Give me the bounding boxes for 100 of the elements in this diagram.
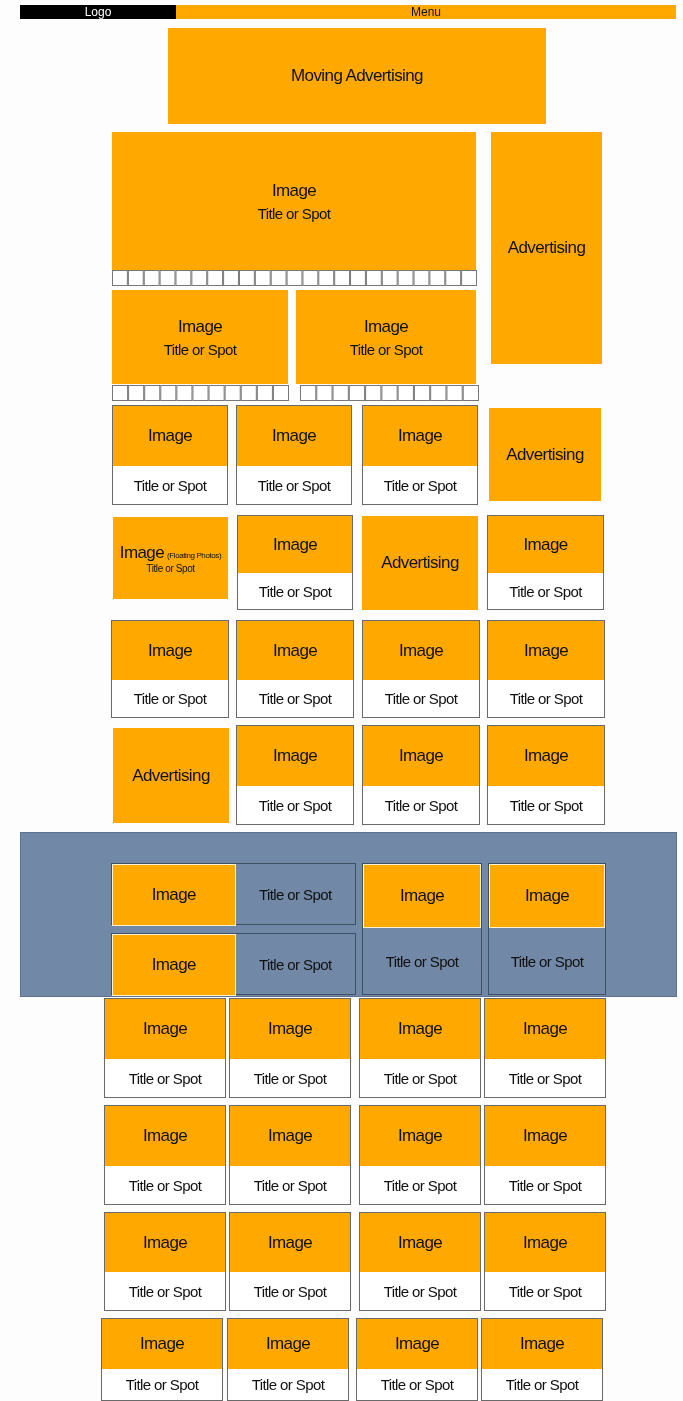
image-panel: Image	[230, 1213, 350, 1272]
content-card	[237, 515, 353, 610]
content-card	[112, 405, 228, 505]
image-panel: Image	[488, 726, 604, 786]
feature-panel	[112, 290, 288, 384]
content-card	[362, 405, 478, 505]
title-label: Title or Spot	[505, 1376, 579, 1393]
image-panel: Image	[112, 621, 228, 680]
ad-label: Advertising	[506, 444, 584, 465]
content-card	[481, 1318, 603, 1401]
image-panel: Image	[488, 516, 603, 573]
image-panel: Image	[105, 1106, 225, 1166]
title-label: Title or Spot	[385, 952, 459, 970]
feature-panel	[296, 290, 476, 384]
image-panel: Image	[488, 621, 604, 680]
image-panel: Image	[360, 999, 480, 1059]
image-panel: Image	[237, 621, 353, 680]
image-label: Image	[271, 180, 317, 201]
content-card	[236, 405, 352, 505]
title-label: Title or Spot	[383, 1282, 457, 1300]
image-panel: Image	[357, 1319, 477, 1369]
title-label: Title or Spot	[258, 582, 332, 600]
title-label: Title or Spot	[258, 796, 332, 814]
content-card	[487, 515, 604, 610]
content-card	[104, 1105, 226, 1205]
content-card	[488, 863, 606, 995]
image-panel: Image	[485, 999, 605, 1059]
title-label: Title or Spot	[146, 562, 195, 574]
image-panel: Image	[360, 1106, 480, 1166]
ad-panel	[362, 516, 478, 610]
title-label: Title or Spot	[259, 885, 332, 903]
ad-label: Moving Advertising	[291, 66, 423, 86]
image-panel: Image	[485, 1213, 605, 1272]
content-card	[487, 620, 605, 718]
content-card	[236, 620, 354, 718]
title-label: Title or Spot	[253, 1176, 327, 1194]
feature-panel	[113, 517, 228, 599]
image-panel: Image	[363, 864, 481, 928]
content-card	[362, 725, 480, 825]
title-label: Title or Spot	[349, 340, 423, 358]
title-label: Title or Spot	[508, 1069, 582, 1087]
image-panel: Image	[237, 726, 353, 786]
image-panel: Image	[363, 406, 477, 466]
menu-bar: Menu	[176, 5, 676, 19]
image-panel: Image	[105, 999, 225, 1059]
title-label: Title or Spot	[163, 340, 237, 358]
title-label: Title or Spot	[133, 476, 207, 494]
title-label: Title or Spot	[125, 1376, 199, 1393]
content-card	[104, 1212, 226, 1311]
ad-panel	[168, 28, 546, 124]
image-panel: Image	[363, 726, 479, 786]
title-label: Title or Spot	[383, 1176, 457, 1194]
title-label: Title or Spot	[380, 1376, 454, 1393]
content-card	[484, 1212, 606, 1311]
title-label: Title or Spot	[128, 1282, 202, 1300]
content-card	[362, 863, 482, 995]
content-card	[229, 1212, 351, 1311]
ad-label: Advertising	[507, 238, 586, 258]
image-panel: Image	[230, 1106, 350, 1166]
content-card	[356, 1318, 478, 1401]
title-label: Title or Spot	[253, 1069, 327, 1087]
title-label: Title or Spot	[257, 204, 331, 222]
content-card	[227, 1318, 349, 1401]
ad-label: Advertising	[132, 765, 210, 786]
image-panel: Image	[485, 1106, 605, 1166]
title-label: Title or Spot	[128, 1176, 202, 1194]
content-card	[111, 863, 356, 925]
image-panel: Image	[238, 516, 352, 573]
title-label: Title or Spot	[383, 1069, 457, 1087]
image-panel: Image	[489, 864, 605, 928]
content-card	[101, 1318, 223, 1401]
content-card	[111, 620, 229, 718]
content-card	[229, 998, 351, 1098]
title-label: Title or Spot	[251, 1376, 325, 1393]
title-label: Title or Spot	[258, 690, 332, 707]
ad-panel	[491, 132, 602, 364]
note-label: (Floating Photos)	[167, 550, 222, 560]
content-card	[359, 1212, 481, 1311]
header-bar: Logo	[20, 5, 176, 19]
ad-panel	[489, 408, 601, 501]
image-panel: Image	[228, 1319, 348, 1369]
title-label: Title or Spot	[509, 796, 583, 814]
image-label: Image	[363, 316, 409, 337]
image-panel: Image	[237, 406, 351, 466]
content-card	[359, 998, 481, 1098]
image-label: Image	[177, 316, 223, 337]
title-label: Title or Spot	[133, 690, 207, 707]
title-label: Title or Spot	[384, 796, 458, 814]
content-card	[484, 1105, 606, 1205]
ad-panel	[113, 728, 229, 823]
title-label: Title or Spot	[509, 690, 583, 707]
content-card	[362, 620, 480, 718]
title-label: Title or Spot	[257, 476, 331, 494]
image-panel: Image	[363, 621, 479, 680]
content-card	[104, 998, 226, 1098]
title-label: Title or Spot	[508, 1282, 582, 1300]
title-label: Title or Spot	[510, 952, 584, 970]
image-panel: Image	[230, 999, 350, 1059]
image-panel: Image	[112, 934, 236, 996]
title-label: Title or Spot	[383, 476, 457, 494]
